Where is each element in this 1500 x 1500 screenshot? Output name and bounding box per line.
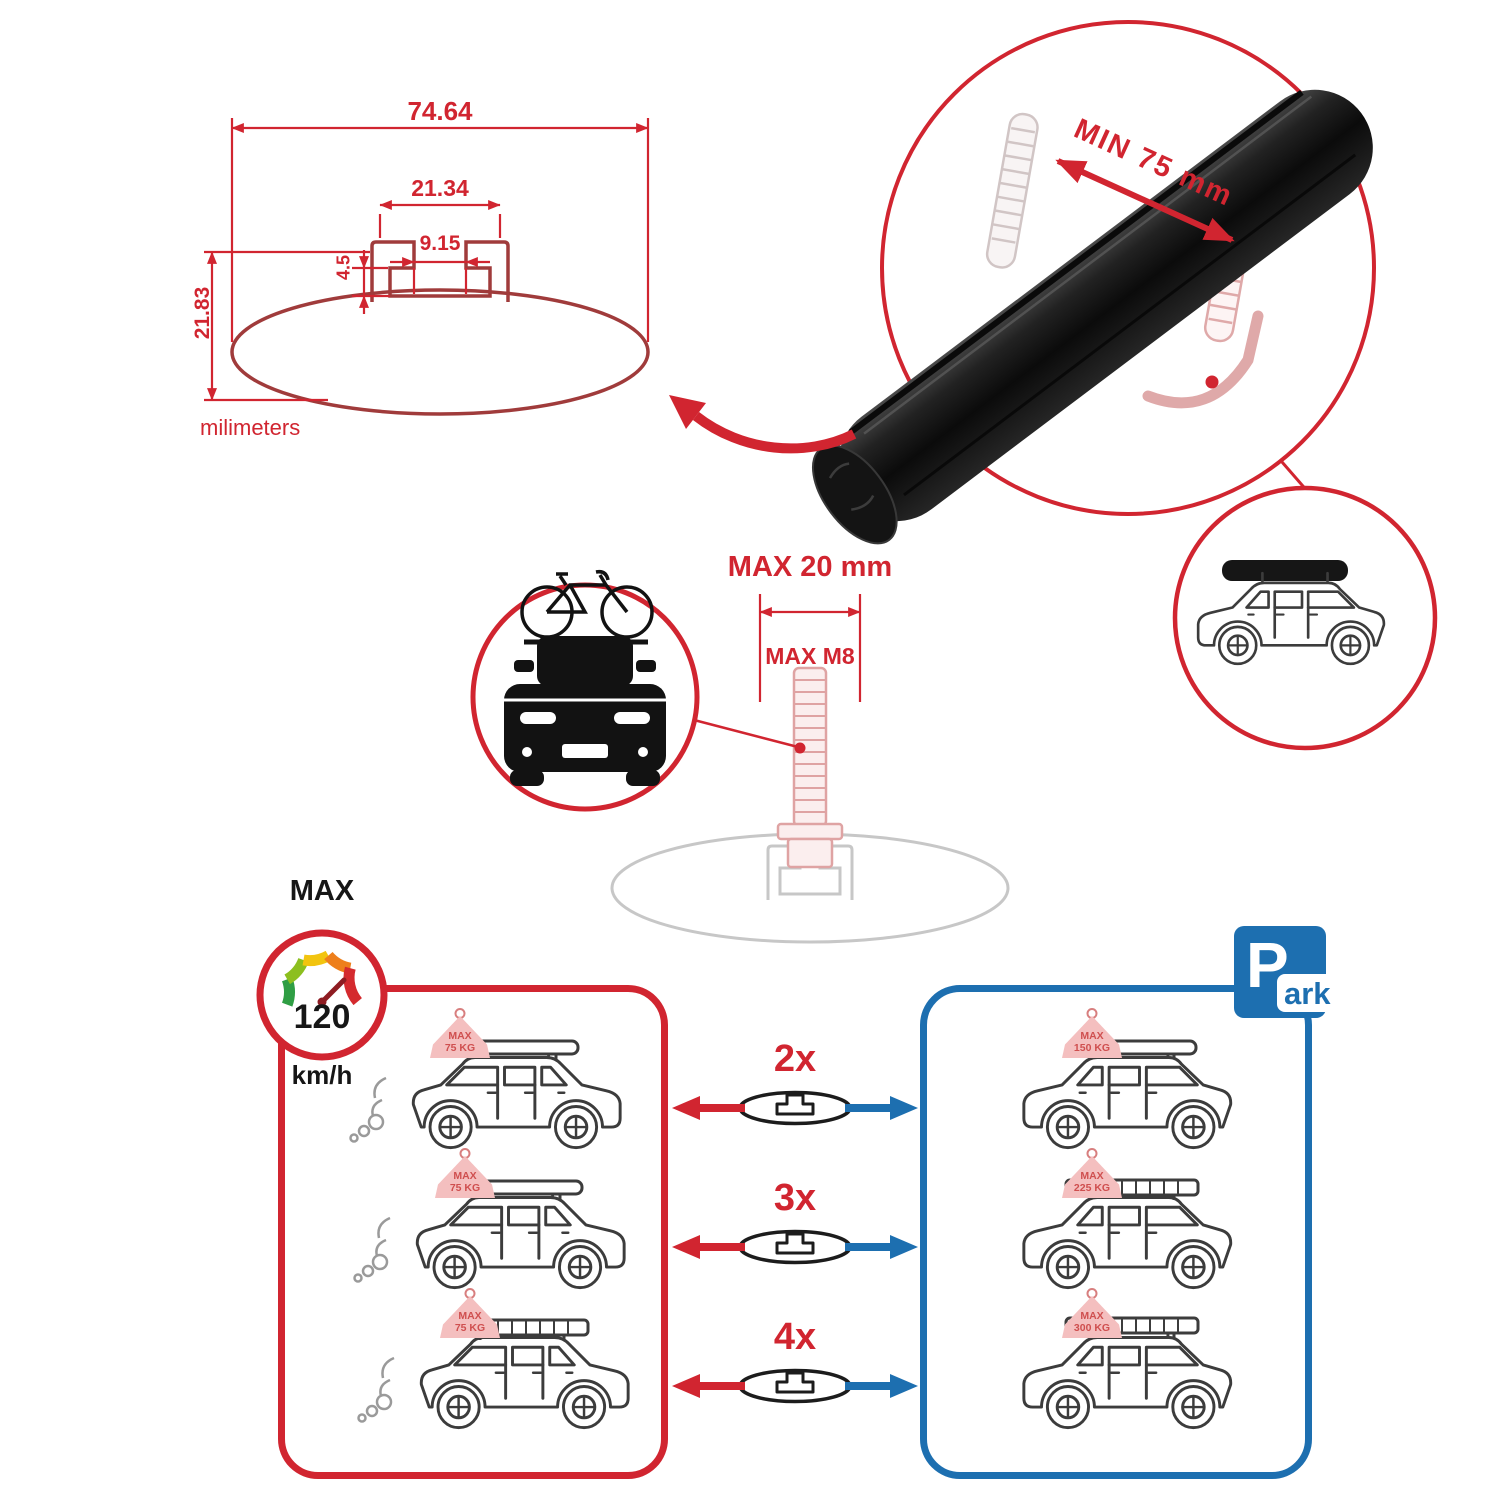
- roof-load-tag: MAX 75 KG: [430, 1008, 490, 1058]
- crossbar-profile-icon: [738, 1368, 852, 1404]
- tag-max-label: MAX: [1080, 1309, 1104, 1322]
- tag-body: MAX 150 KG: [1062, 1016, 1122, 1058]
- speed-value-label: 120: [293, 998, 351, 1036]
- parking-cars: [1022, 1039, 1233, 1430]
- dimension-lines: [204, 118, 650, 402]
- gauge-needle-icon: [319, 977, 347, 1005]
- speed-max-label: MAX: [289, 875, 355, 907]
- roof-load-tag: MAX 75 KG: [435, 1148, 495, 1198]
- car-icon: [415, 1185, 626, 1290]
- profile-outline: [230, 240, 650, 416]
- tag-weight-label: 150 KG: [1073, 1041, 1111, 1054]
- car-icon: [1022, 1325, 1233, 1430]
- bolt-connector-line: [693, 718, 799, 749]
- speed-unit-label: km/h: [291, 1060, 353, 1090]
- roof-load-tag: MAX 150 KG: [1062, 1008, 1122, 1058]
- speed-gauge-icon: [281, 950, 363, 1007]
- tag-weight-label: 75 KG: [449, 1181, 481, 1194]
- tag-weight-label: 300 KG: [1073, 1321, 1111, 1334]
- roof-box-black-icon: [1222, 560, 1348, 581]
- car-icon: [1022, 1045, 1233, 1150]
- crossbar-profile-icon: [738, 1090, 852, 1126]
- park-sign-tab: [1277, 974, 1351, 1012]
- bolt-diagram: [610, 594, 1010, 944]
- cross-section-diagram: [204, 118, 650, 416]
- roof-load-tag: MAX 75 KG: [440, 1288, 500, 1338]
- tag-weight-label: 75 KG: [444, 1041, 476, 1054]
- bolt-connector-dot: [794, 742, 806, 754]
- tag-max-label: MAX: [448, 1029, 472, 1042]
- tag-max-label: MAX: [453, 1169, 477, 1182]
- multiplier-label-2x: 2x: [773, 1038, 817, 1080]
- car-icon: [411, 1045, 622, 1150]
- multiplier-label-4x: 4x: [773, 1316, 817, 1358]
- dim-slot-width-label: 9.15: [419, 232, 461, 255]
- tag-weight-label: 75 KG: [454, 1321, 486, 1334]
- dim-total-height-label: 21.83: [190, 286, 214, 340]
- tag-max-label: MAX: [458, 1309, 482, 1322]
- tag-body: MAX 75 KG: [440, 1296, 500, 1338]
- right-arrow-icon: [845, 1096, 918, 1398]
- tag-max-label: MAX: [1080, 1029, 1104, 1042]
- tag-body: MAX 75 KG: [430, 1016, 490, 1058]
- tag-weight-label: 225 KG: [1073, 1181, 1111, 1194]
- dim-channel-width-label: 21.34: [411, 175, 469, 201]
- speedometer-badge: [256, 929, 388, 1061]
- left-arrow-icon: [672, 1096, 745, 1398]
- bolt-max-width-label: MAX 20 mm: [727, 551, 893, 583]
- bolt-icon: [776, 666, 844, 869]
- tag-body: MAX 300 KG: [1062, 1296, 1122, 1338]
- u-bolt-strap-icon: [1142, 310, 1264, 409]
- car-icon: [1022, 1185, 1233, 1290]
- min-span-arrow: [1055, 158, 1235, 243]
- roof-load-tag: MAX 225 KG: [1062, 1148, 1122, 1198]
- bolt-dimension-lines: [758, 594, 862, 702]
- dim-total-width-label: 74.64: [407, 96, 473, 126]
- fastening-point-dot: [1205, 375, 1219, 389]
- bike-car-circle: [470, 569, 700, 812]
- tag-body: MAX 75 KG: [435, 1156, 495, 1198]
- car-icon: [419, 1325, 630, 1430]
- exhaust-puffs-icon: [357, 1356, 396, 1423]
- suv-roofbox-circle: [1172, 485, 1438, 751]
- roof-load-tag: MAX 300 KG: [1062, 1288, 1122, 1338]
- crossbar-detail-circle: [669, 20, 1376, 545]
- tag-body: MAX 225 KG: [1062, 1156, 1122, 1198]
- exhaust-puffs-icon: [353, 1216, 392, 1283]
- crossbar-profile-icon: [738, 1229, 852, 1265]
- driving-cars: [349, 1039, 630, 1430]
- units-label: milimeters: [200, 415, 301, 440]
- car-front-icon: [504, 636, 666, 786]
- tag-max-label: MAX: [1080, 1169, 1104, 1182]
- multiplier-label-3x: 3x: [773, 1177, 817, 1219]
- dim-lip-depth-label: 4.5: [333, 254, 354, 280]
- park-sign-ark: ark: [1284, 976, 1331, 1011]
- park-sign-p: P: [1246, 929, 1289, 1001]
- arrow-to-diagram-icon: [692, 412, 857, 454]
- arrow-to-diagram-head: [669, 395, 706, 429]
- bolt-max-thread-label: MAX M8: [765, 643, 855, 669]
- u-bolt-rear-icon: [985, 112, 1039, 269]
- crossbar-render: [811, 89, 1373, 545]
- multiplier-column: [672, 1090, 918, 1404]
